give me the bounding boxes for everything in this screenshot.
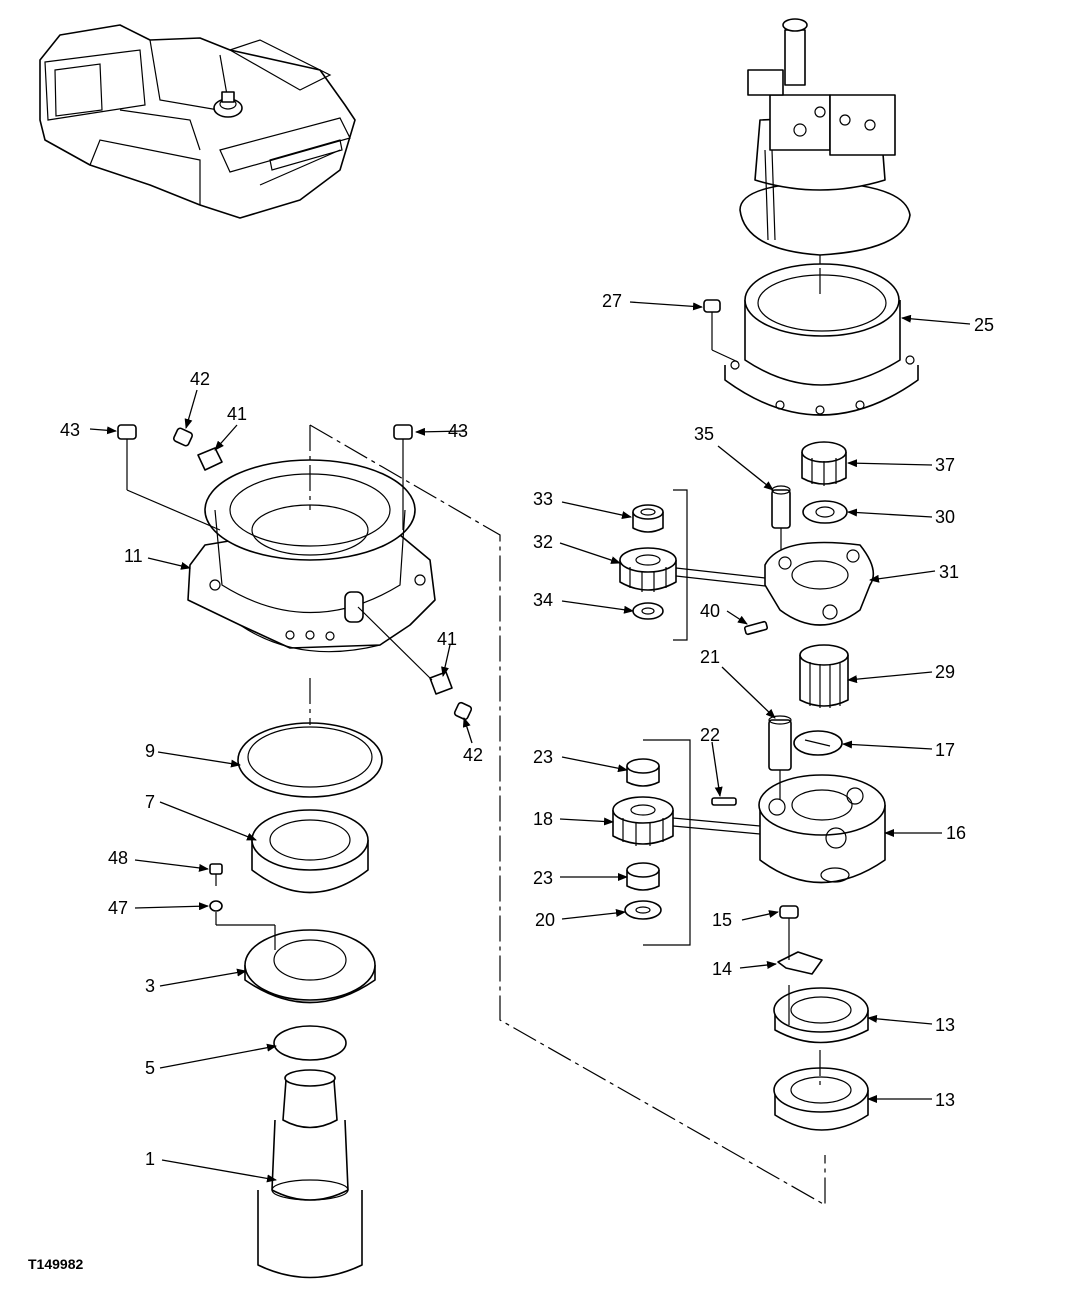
label-42: 42 bbox=[463, 745, 483, 765]
label-17: 16 bbox=[946, 823, 966, 843]
label-31: 31 bbox=[939, 562, 959, 582]
part-30-thrust-washer bbox=[802, 500, 848, 524]
part-9-seal-ring bbox=[237, 722, 383, 798]
label-29: 29 bbox=[935, 662, 955, 682]
label-23: 23 bbox=[533, 747, 553, 767]
label-40: 40 bbox=[700, 601, 720, 621]
part-35-pin bbox=[771, 485, 791, 529]
part-3-cover bbox=[244, 929, 376, 1004]
part-29-sun-gear bbox=[799, 644, 849, 708]
label-43: 43 bbox=[448, 421, 468, 441]
part-19-planet-gear bbox=[612, 796, 674, 846]
part-31-planet-carrier bbox=[764, 541, 875, 626]
part-42-fitting-upper bbox=[172, 427, 194, 447]
part-18-thrust-plate bbox=[793, 730, 843, 756]
swing-motor bbox=[739, 18, 911, 268]
label-47: 47 bbox=[108, 898, 128, 918]
label-14: 13 bbox=[935, 1015, 955, 1035]
assembly-axis-lines bbox=[126, 268, 826, 1207]
part-25-ring-gear-housing bbox=[724, 263, 919, 416]
part-23-needle-bearing-lower bbox=[626, 862, 660, 891]
label-20: 20 bbox=[535, 910, 555, 930]
leader-lines bbox=[89, 301, 971, 1183]
part-47-nut bbox=[209, 900, 223, 912]
label-34: 34 bbox=[533, 590, 553, 610]
label-11: 11 bbox=[124, 546, 143, 566]
label-25: 25 bbox=[974, 315, 994, 335]
part-41-fitting-upper bbox=[197, 447, 223, 471]
part-43-bolt-left bbox=[117, 424, 137, 452]
part-33-needle-bearing bbox=[632, 504, 664, 533]
part-labels: 43 43 42 41 11 41 42 9 7 48 47 3 5 1 27 … bbox=[28, 291, 994, 1272]
part-37-sun-gear bbox=[801, 441, 847, 486]
label-27: 27 bbox=[602, 291, 622, 311]
part-20-thrust-washer bbox=[624, 900, 662, 920]
part-16-bolt bbox=[779, 905, 799, 935]
part-21-pin bbox=[768, 715, 792, 771]
part-15-lock-plate bbox=[777, 951, 823, 975]
part-17-planet-carrier bbox=[758, 774, 886, 884]
label-18: 17 bbox=[935, 740, 955, 760]
part-48-screw bbox=[209, 863, 223, 886]
label-19: 18 bbox=[533, 809, 553, 829]
label-21: 21 bbox=[700, 647, 720, 667]
part-27-bolt bbox=[703, 299, 721, 328]
part-34-thrust-washer bbox=[632, 602, 664, 620]
label-48: 48 bbox=[108, 848, 128, 868]
label-32: 32 bbox=[533, 532, 553, 552]
part-32-planet-gear bbox=[619, 547, 677, 592]
label-41: 41 bbox=[437, 629, 457, 649]
label-23: 23 bbox=[533, 868, 553, 888]
label-15: 14 bbox=[712, 959, 732, 979]
label-30: 30 bbox=[935, 507, 955, 527]
label-22: 22 bbox=[700, 725, 720, 745]
part-43-bolt-right bbox=[393, 424, 413, 452]
label-35: 35 bbox=[694, 424, 714, 444]
part-40-spring-pin bbox=[743, 620, 769, 636]
part-13-bearing bbox=[773, 1067, 869, 1131]
part-23-needle-bearing-upper bbox=[626, 758, 660, 787]
label-5: 5 bbox=[145, 1058, 155, 1078]
label-13: 13 bbox=[935, 1090, 955, 1110]
part-7-bearing bbox=[251, 809, 369, 894]
label-42: 42 bbox=[190, 369, 210, 389]
label-41: 41 bbox=[227, 404, 247, 424]
part-42-fitting-lower bbox=[453, 701, 473, 721]
excavator-overview bbox=[39, 24, 356, 219]
label-16: 15 bbox=[712, 910, 732, 930]
label-43: 43 bbox=[60, 420, 80, 440]
part-41-fitting-lower bbox=[429, 671, 453, 695]
label-3: 3 bbox=[145, 976, 155, 996]
label-37: 37 bbox=[935, 455, 955, 475]
part-11-housing bbox=[187, 459, 436, 653]
label-1: 1 bbox=[145, 1149, 155, 1169]
part-14-retainer-plate bbox=[773, 987, 869, 1044]
label-9: 9 bbox=[145, 741, 155, 761]
figure-id: T149982 bbox=[28, 1256, 83, 1272]
label-7: 7 bbox=[145, 792, 155, 812]
part-22-spring-pin bbox=[711, 797, 737, 806]
part-1-pinion-shaft bbox=[257, 1069, 363, 1279]
part-5-disc bbox=[273, 1025, 347, 1061]
label-33: 33 bbox=[533, 489, 553, 509]
